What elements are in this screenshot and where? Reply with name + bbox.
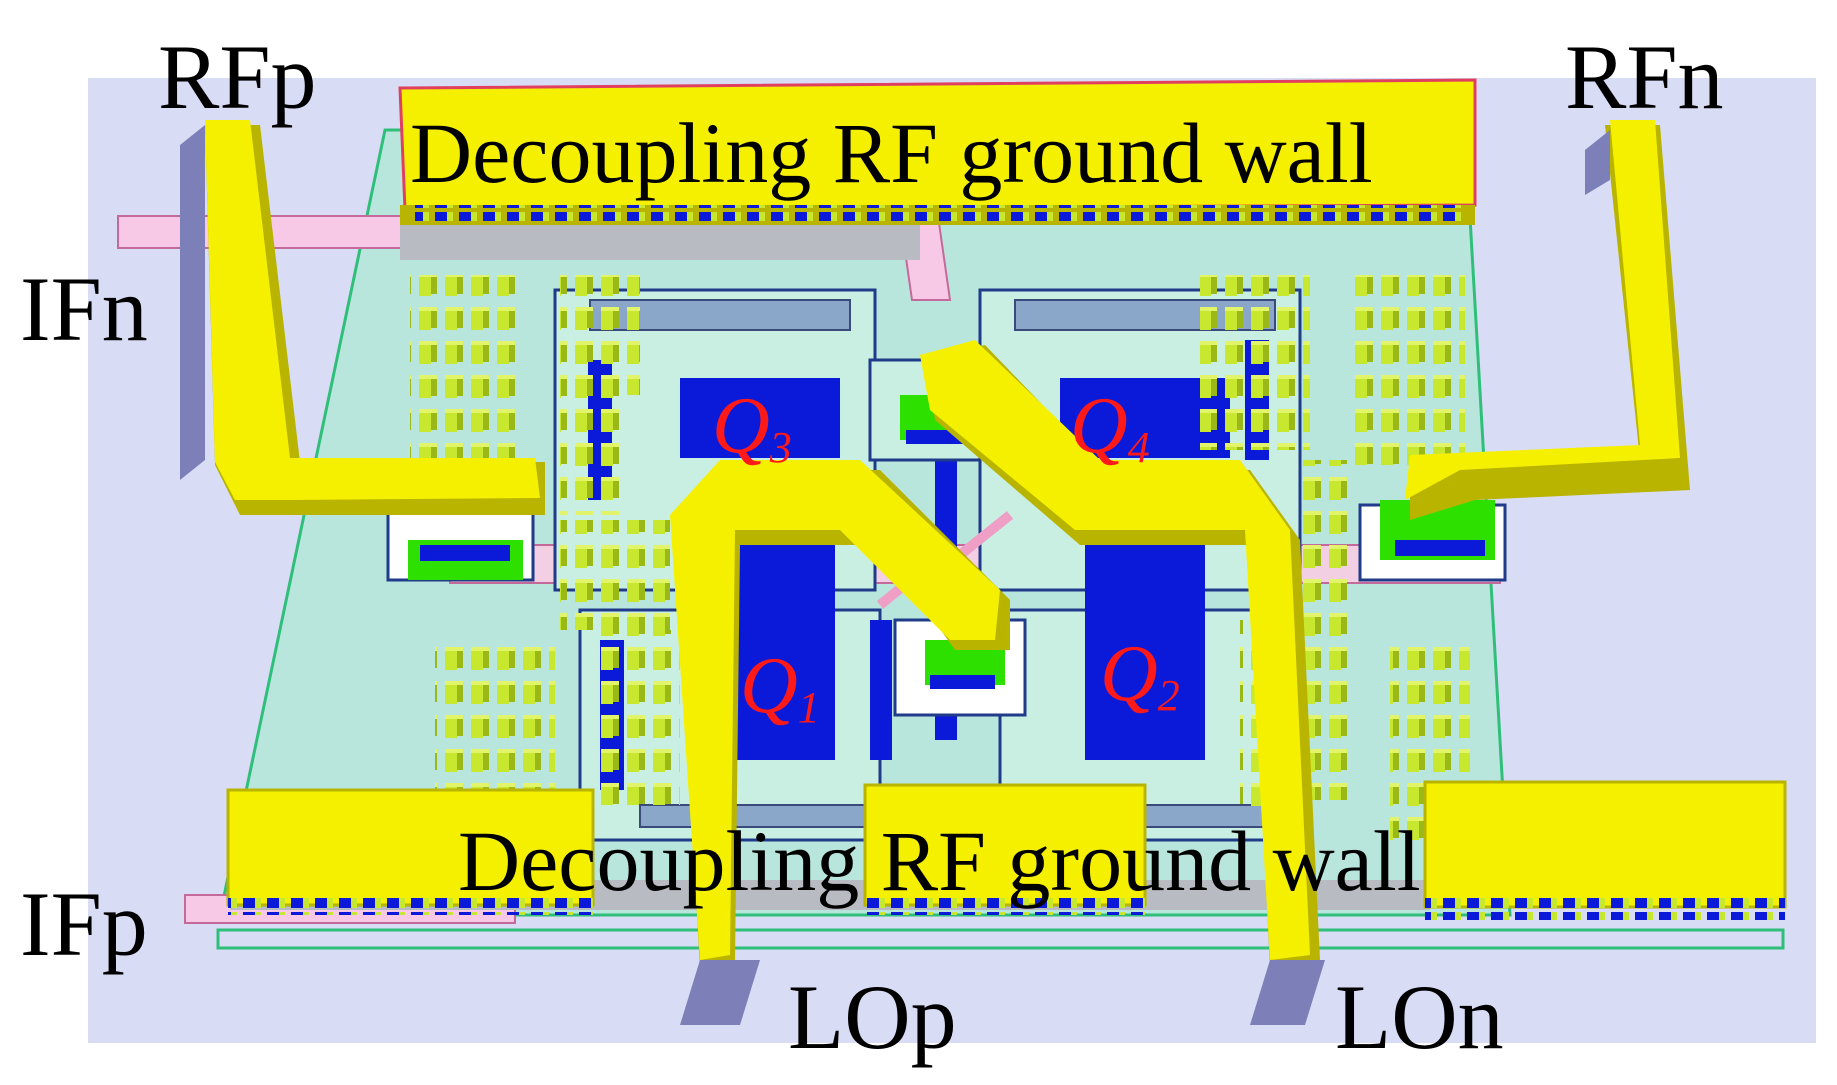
grey-rail-top: [400, 225, 920, 260]
cross-link-1: [956, 511, 1014, 559]
decoupling-wall-top: [398, 78, 1477, 225]
via-array-l-mid: [560, 520, 670, 630]
via-array-tr: [1200, 275, 1310, 450]
rfp-port-pad: [180, 125, 205, 200]
label-ifp: IFp: [20, 873, 148, 975]
lon-line: [920, 340, 1325, 1025]
device-q2: [1085, 520, 1205, 760]
decoupling-wall-bottom-right: [1423, 780, 1787, 920]
label-wall-top: Decoupling RF ground wall: [410, 105, 1373, 201]
label-q1: Q1: [740, 642, 820, 732]
via-array-tr2: [1355, 275, 1465, 465]
rfp-line: [180, 120, 545, 515]
via-array-l-upper: [560, 340, 620, 515]
via-array-bl: [435, 640, 555, 800]
device-q1: [735, 520, 835, 760]
label-lon: LOn: [1335, 966, 1504, 1068]
contact-pad-left: [386, 503, 535, 582]
rfn-port-pad: [1585, 130, 1610, 195]
label-rfp: RFp: [158, 26, 317, 128]
via-array-l-lower: [595, 630, 680, 805]
bottom-ground-outline: [216, 928, 1785, 950]
label-q3: Q3: [712, 382, 792, 472]
label-rfn: RFn: [1565, 26, 1724, 128]
contact-pad-right: [1358, 500, 1507, 582]
lop-line: [670, 460, 1010, 1025]
device-q3: [680, 378, 840, 458]
device-strip-center-2: [870, 620, 892, 760]
decoupling-wall-bottom-left: [226, 788, 595, 915]
label-ifn: IFn: [20, 258, 148, 360]
label-q2: Q2: [1100, 630, 1180, 720]
label-q4: Q4: [1070, 382, 1150, 472]
label-wall-bottom: Decoupling RF ground wall: [458, 813, 1421, 909]
decoupling-wall-bottom-center: [863, 783, 1147, 915]
label-lop: LOp: [788, 966, 957, 1068]
